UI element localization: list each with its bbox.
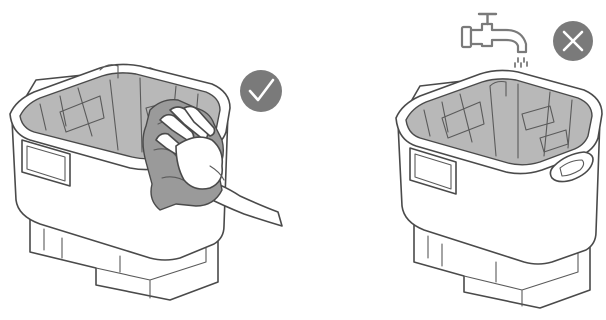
water-faucet-icon [462, 14, 527, 67]
check-circle-icon [240, 70, 282, 112]
cross-circle-icon [553, 21, 593, 61]
container-right [396, 70, 602, 308]
panel-wipe [10, 64, 282, 300]
panel-rinse [396, 14, 602, 308]
